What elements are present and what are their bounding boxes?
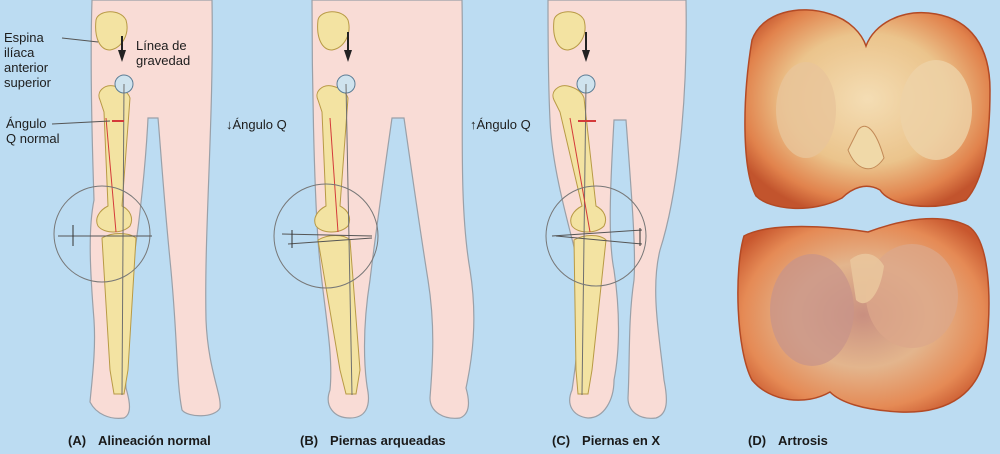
label-espina-line1: Espina xyxy=(4,30,51,45)
label-espina-line3: anterior xyxy=(4,60,51,75)
specimen-femur-worn-area-right xyxy=(900,60,972,160)
label-angulo-normal-line1: Ángulo xyxy=(6,116,59,131)
caption-b: (B) Piernas arqueadas xyxy=(300,433,446,448)
panel-c-legs-silhouette xyxy=(548,0,686,418)
caption-a-letter: (A) xyxy=(68,433,86,448)
panel-c-knock-knees xyxy=(546,0,686,418)
label-angulo-normal: Ángulo Q normal xyxy=(6,116,59,146)
specimen-femur-worn-area-left xyxy=(776,62,836,158)
caption-a: (A) Alineación normal xyxy=(68,433,211,448)
caption-c-letter: (C) xyxy=(552,433,570,448)
caption-c: (C) Piernas en X xyxy=(552,433,660,448)
label-espina-line2: ilíaca xyxy=(4,45,51,60)
caption-d-letter: (D) xyxy=(748,433,766,448)
label-linea-line1: Línea de xyxy=(136,38,190,53)
label-angulo-normal-line2: Q normal xyxy=(6,131,59,146)
panel-b-bow-legs xyxy=(274,0,474,418)
caption-c-text: Piernas en X xyxy=(582,433,660,448)
caption-d: (D) Artrosis xyxy=(748,433,828,448)
panel-d-arthrosis-specimen xyxy=(738,10,990,412)
label-linea-line2: gravedad xyxy=(136,53,190,68)
caption-b-text: Piernas arqueadas xyxy=(330,433,446,448)
label-espina: Espina ilíaca anterior superior xyxy=(4,30,51,90)
caption-a-text: Alineación normal xyxy=(98,433,211,448)
label-angulo-q-decrease: ↓Ángulo Q xyxy=(226,117,287,132)
specimen-tibia-lesion-left xyxy=(770,254,854,366)
label-espina-line4: superior xyxy=(4,75,51,90)
specimen-tibia-lesion-right xyxy=(866,244,958,348)
caption-d-text: Artrosis xyxy=(778,433,828,448)
label-angulo-q-increase: ↑Ángulo Q xyxy=(470,117,531,132)
caption-b-letter: (B) xyxy=(300,433,318,448)
label-linea-gravedad: Línea de gravedad xyxy=(136,38,190,68)
